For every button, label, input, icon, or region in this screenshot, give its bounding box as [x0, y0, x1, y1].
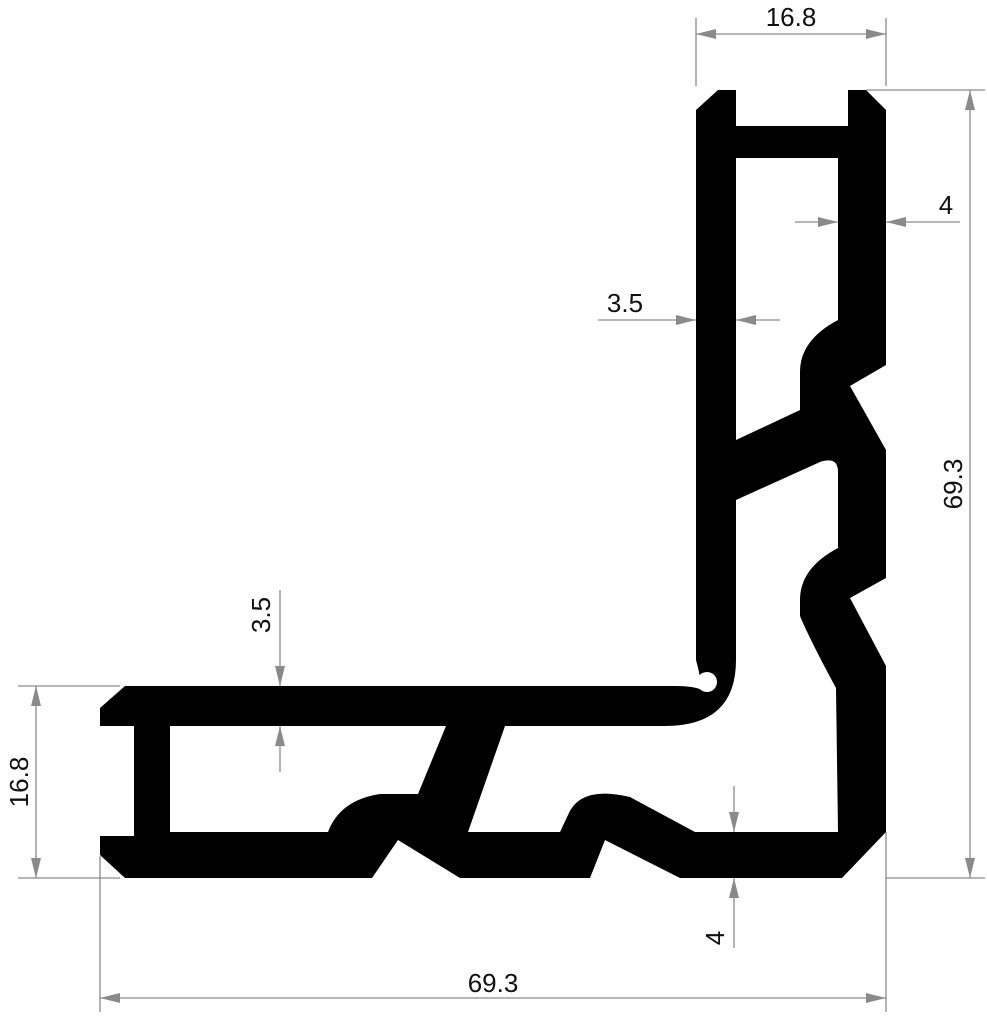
dimension-label-overall-width: 69.3 — [468, 968, 519, 998]
dimension-label-right-wall: 4 — [939, 190, 953, 220]
dimension-right-wall: 4 — [795, 190, 960, 227]
dimension-overall-width: 69.3 — [99, 832, 887, 1012]
dimension-label-inner-wall-vertical: 3.5 — [607, 288, 643, 318]
dimension-left-height: 16.8 — [4, 685, 120, 879]
dimension-label-left-height: 16.8 — [4, 757, 34, 808]
dimension-label-inner-wall-horizontal: 3.5 — [246, 597, 276, 633]
inner-corner-fillet — [697, 672, 717, 692]
dimension-label-overall-height: 69.3 — [938, 459, 968, 510]
dimension-overall-height: 69.3 — [866, 89, 985, 879]
dimension-inner-wall-vertical: 3.5 — [598, 288, 780, 325]
dimension-inner-wall-horizontal: 3.5 — [246, 590, 285, 772]
dimension-bottom-wall: 4 — [700, 786, 739, 948]
dimension-label-top-width: 16.8 — [766, 2, 817, 32]
dimension-label-bottom-wall: 4 — [700, 931, 730, 945]
corner-profile — [100, 90, 886, 878]
dimension-top-width: 16.8 — [695, 2, 887, 86]
